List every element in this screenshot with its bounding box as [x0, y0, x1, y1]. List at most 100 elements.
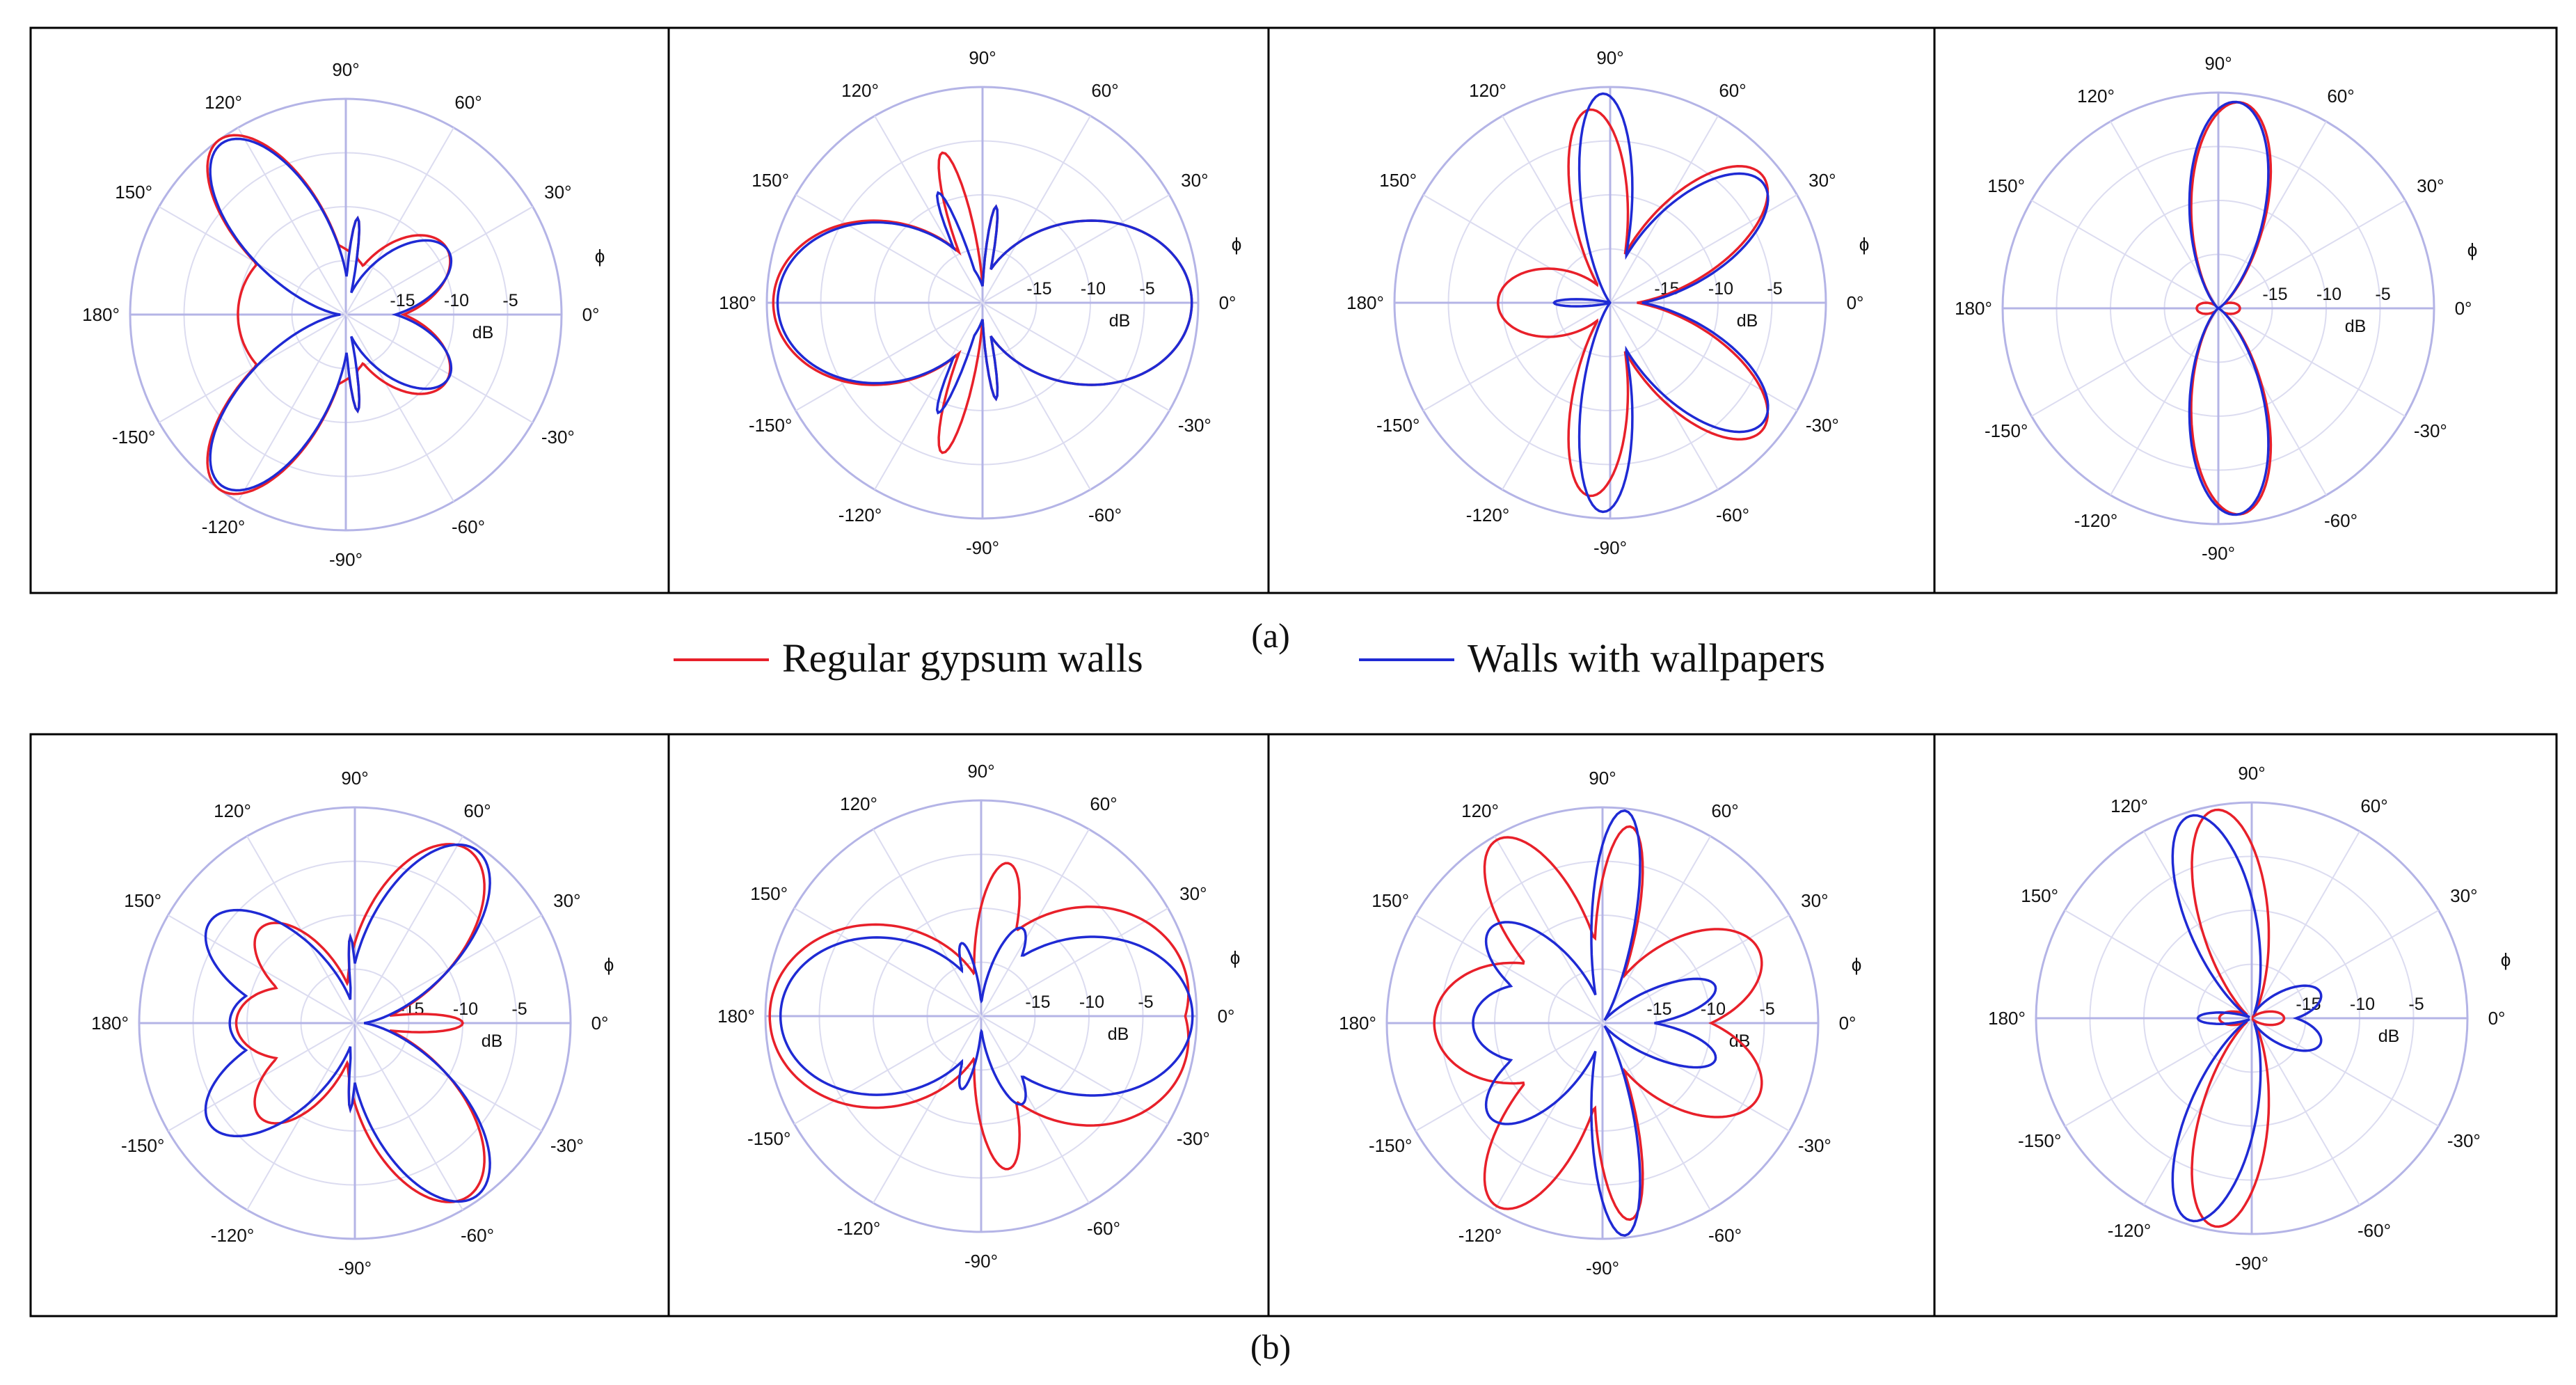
angle-tick-label: 30°	[1181, 170, 1208, 191]
unit-label: dB	[472, 323, 494, 342]
angle-tick-label: -120°	[1458, 1225, 1502, 1246]
angle-tick-label: 180°	[1339, 1013, 1376, 1034]
angle-tick-label: -150°	[747, 1128, 790, 1149]
angle-tick-label: 90°	[2204, 53, 2232, 74]
angle-tick-label: -120°	[1466, 505, 1509, 525]
phi-label: ϕ	[1859, 234, 1870, 255]
series-curve-regular-gypsum	[206, 134, 452, 496]
angle-tick-label: 120°	[2077, 86, 2115, 106]
polar-plot-a-1: 0°30°60°90°120°150°180°-150°-120°-90°-60…	[82, 59, 605, 570]
polar-plot-b-1: 0°30°60°90°120°150°180°-150°-120°-90°-60…	[91, 768, 614, 1279]
series-curve-wallpapers	[779, 926, 1194, 1106]
radial-tick-label: -5	[502, 291, 518, 310]
row-a-caption: (a)	[1251, 616, 1290, 655]
angle-tick-label: -120°	[2074, 510, 2117, 531]
series-curve-wallpapers	[2188, 100, 2270, 516]
angle-tick-label: -60°	[2358, 1220, 2391, 1241]
legend-label-wallpapers: Walls with wallpapers	[1468, 635, 1825, 681]
angle-tick-label: 30°	[1801, 890, 1828, 911]
series-curve-wallpapers	[1472, 809, 1717, 1237]
radial-tick-label: -15	[2262, 285, 2287, 304]
legend-label-regular-gypsum: Regular gypsum walls	[782, 635, 1143, 681]
angle-tick-label: -30°	[1178, 415, 1211, 436]
phi-label: ϕ	[1852, 954, 1862, 975]
angle-tick-label: 120°	[841, 80, 879, 101]
radial-tick-label: -10	[2316, 285, 2342, 304]
polar-plot-b-2: 0°30°60°90°120°150°180°-150°-120°-90°-60…	[717, 761, 1240, 1272]
series-curve-wallpapers	[2171, 814, 2323, 1223]
radial-tick-label: -10	[1708, 279, 1733, 299]
angle-tick-label: 180°	[82, 304, 120, 325]
polar-plot-b-4: 0°30°60°90°120°150°180°-150°-120°-90°-60…	[1988, 763, 2511, 1274]
series-curve-regular-gypsum	[2191, 808, 2286, 1228]
unit-label: dB	[1108, 1024, 1129, 1044]
angle-tick-label: -30°	[1177, 1128, 1210, 1149]
angle-tick-label: 60°	[454, 92, 482, 113]
angle-tick-label: -150°	[1369, 1135, 1412, 1156]
angle-tick-label: 90°	[1596, 47, 1623, 68]
angle-tick-label: -30°	[541, 427, 575, 448]
angle-tick-label: 90°	[969, 47, 996, 68]
angle-tick-label: -60°	[2324, 510, 2358, 531]
grid-spoke	[168, 915, 542, 1132]
angle-tick-label: -120°	[202, 516, 245, 537]
angle-tick-label: 90°	[1589, 768, 1616, 789]
radial-tick-label: -5	[2408, 995, 2424, 1014]
angle-tick-label: 150°	[2021, 885, 2058, 906]
phi-label: ϕ	[595, 246, 605, 267]
angle-tick-label: -60°	[1708, 1225, 1742, 1246]
radial-tick-label: -10	[1079, 992, 1104, 1012]
angle-tick-label: 120°	[2110, 796, 2148, 816]
angle-tick-label: 120°	[840, 793, 877, 814]
radial-tick-label: -10	[453, 999, 478, 1019]
angle-tick-label: 90°	[967, 761, 994, 782]
radial-tick-label: -5	[1759, 999, 1774, 1019]
polar-plot-a-2: 0°30°60°90°120°150°180°-150°-120°-90°-60…	[719, 47, 1241, 558]
radial-tick-label: -5	[1138, 992, 1153, 1012]
angle-tick-label: 0°	[1218, 1006, 1235, 1027]
angle-tick-label: 120°	[1461, 800, 1499, 821]
polar-plot-b-3: 0°30°60°90°120°150°180°-150°-120°-90°-60…	[1339, 768, 1861, 1279]
radial-tick-label: -5	[511, 999, 527, 1019]
phi-label: ϕ	[1230, 947, 1241, 968]
grid-spoke	[794, 908, 1168, 1125]
phi-label: ϕ	[2501, 949, 2511, 970]
angle-tick-label: -60°	[452, 516, 485, 537]
row-b-frame	[29, 733, 2558, 1317]
angle-tick-label: -90°	[2202, 543, 2235, 564]
series-curve-wallpapers	[1552, 92, 1770, 514]
radial-tick-label: -15	[1646, 999, 1671, 1019]
grid-spoke	[795, 194, 1170, 411]
angle-tick-label: 60°	[1711, 800, 1738, 821]
angle-tick-label: -90°	[2235, 1253, 2268, 1274]
angle-tick-label: 150°	[1987, 175, 2025, 196]
unit-label: dB	[2345, 317, 2367, 336]
angle-tick-label: -90°	[964, 1251, 998, 1272]
radial-tick-label: -10	[2350, 995, 2375, 1014]
angle-tick-label: 60°	[2327, 86, 2354, 106]
radial-tick-label: -5	[2375, 285, 2390, 304]
angle-tick-label: -60°	[1087, 1218, 1120, 1239]
angle-tick-label: 30°	[2417, 175, 2444, 196]
angle-tick-label: 0°	[2455, 298, 2472, 319]
angle-tick-label: 30°	[553, 890, 580, 911]
polar-plot-a-3: 0°30°60°90°120°150°180°-150°-120°-90°-60…	[1346, 47, 1869, 558]
grid-spoke	[159, 206, 533, 423]
angle-tick-label: 60°	[1091, 80, 1118, 101]
row-a-panels	[29, 26, 2558, 594]
series-curve-regular-gypsum	[1497, 108, 1770, 498]
angle-tick-label: -150°	[112, 427, 155, 448]
angle-tick-label: -30°	[2447, 1130, 2481, 1151]
polar-plots: 0°30°60°90°120°150°180°-150°-120°-90°-60…	[82, 47, 2511, 1279]
row-b-caption: (b)	[1250, 1327, 1291, 1366]
angle-tick-label: -120°	[211, 1225, 254, 1246]
radial-tick-label: -5	[1767, 279, 1782, 299]
angle-tick-label: -90°	[1593, 537, 1627, 558]
radial-tick-label: -15	[1026, 279, 1051, 299]
angle-tick-label: 0°	[1839, 1013, 1857, 1034]
angle-tick-label: 180°	[1346, 292, 1384, 313]
angle-tick-label: 150°	[115, 182, 152, 203]
angle-tick-label: 90°	[2238, 763, 2265, 784]
radial-tick-label: -10	[444, 291, 469, 310]
